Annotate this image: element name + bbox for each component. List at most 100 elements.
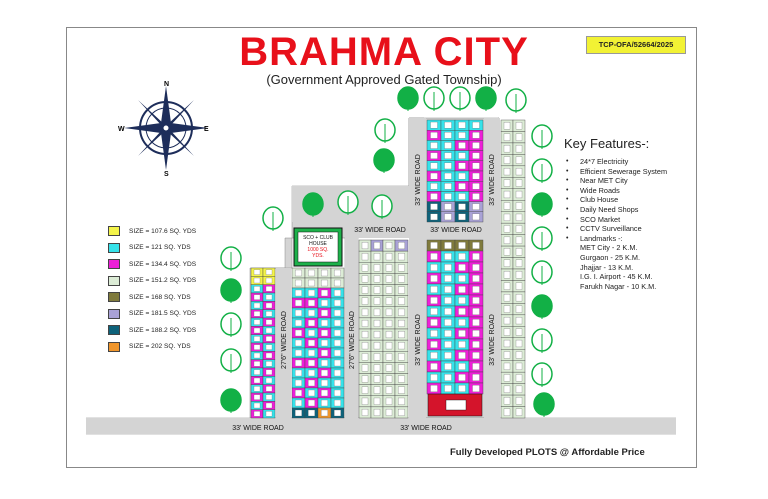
plot-label-box [321, 379, 328, 387]
plot-label-box [472, 162, 480, 170]
plot-label-box [361, 342, 369, 350]
club-label-3: 1000 SQ. [307, 247, 328, 253]
road-label-v1-top: 33' WIDE ROAD [415, 154, 422, 206]
feature-item: Efficient Sewerage System [564, 167, 667, 177]
plot-label-box [361, 397, 369, 405]
plot-label-box [515, 282, 523, 290]
plot-label-box [253, 377, 261, 384]
plot-label-box [515, 397, 523, 405]
plot-label-box [373, 386, 381, 394]
plot-label-box [430, 374, 438, 381]
club-label-2: HOUSE [309, 241, 327, 247]
club-label-4: YDS. [312, 253, 324, 259]
plot-label-box [334, 369, 341, 377]
landmark-item: I.G. I. Airport - 45 K.M. [580, 272, 653, 282]
road-vertical-3 [345, 238, 358, 418]
plot-label-box [385, 319, 393, 327]
plot-label-box [503, 339, 511, 348]
plot-label-box [385, 342, 393, 350]
plot-label-box [308, 299, 315, 307]
plot-label-box [503, 133, 511, 141]
plot-label-box [458, 374, 466, 381]
plot-label-box [515, 294, 523, 302]
plot-label-box [398, 342, 405, 350]
feature-item: CCTV Surveillance [564, 224, 667, 234]
plot-label-box [444, 319, 452, 326]
plot-label-box [265, 327, 273, 334]
legend-item: SIZE = 181.5 SQ. YDS [108, 306, 196, 323]
plot-label-box [515, 236, 523, 244]
plot-label-box [385, 397, 393, 405]
plot-label-box [515, 145, 523, 153]
feature-item: Daily Need Shops [564, 205, 667, 215]
plot-label-box [444, 308, 452, 315]
plot-label-box [458, 183, 466, 190]
plot-label-box [444, 242, 452, 249]
plot-label-box [385, 364, 393, 372]
plot-label-box [444, 172, 452, 180]
plot-label-box [398, 297, 405, 305]
plot-label-box [295, 279, 302, 287]
plot-label-box [321, 329, 328, 337]
legend-item: SIZE = 168 SQ. YDS [108, 289, 196, 306]
plot-label-box [503, 202, 511, 210]
plot-label-box [444, 341, 452, 348]
plot-label-box [361, 253, 369, 261]
plot-label-box [444, 203, 452, 210]
plot-label-box [458, 297, 466, 304]
plot-label-box [472, 385, 480, 392]
plot-label-box [444, 297, 452, 304]
plot-label-box [321, 359, 328, 367]
plot-label-box [515, 305, 523, 313]
plot-label-box [334, 269, 341, 277]
legend-swatch [108, 226, 120, 237]
plot-label-box [430, 341, 438, 348]
plot-label-box [472, 374, 480, 381]
legend-item: SIZE = 188.2 SQ. YDS [108, 322, 196, 339]
plot-label-box [503, 190, 511, 199]
feature-item: Club House [564, 195, 667, 205]
plot-label-box [458, 319, 466, 326]
plot-label-box [430, 193, 438, 200]
plot-label-box [430, 363, 438, 370]
plot-label-box [398, 331, 405, 339]
legend-item: SIZE = 151.2 SQ. YDS [108, 273, 196, 290]
plot-label-box [398, 275, 405, 283]
plot-label-box [515, 225, 523, 233]
tree-icon [533, 392, 555, 417]
plot-label-box [253, 361, 261, 367]
plot-label-box [253, 319, 261, 325]
plot-label-box [265, 302, 273, 309]
plot-label-box [430, 213, 438, 221]
plot-label-box [472, 172, 480, 180]
plot-label-box [373, 297, 381, 305]
plot-label-box [265, 369, 273, 375]
legend-label: SIZE = 181.5 SQ. YDS [129, 310, 197, 318]
legend-swatch [108, 292, 120, 303]
plot-label-box [398, 408, 405, 416]
plot-label-box [361, 364, 369, 372]
compass-n: N [164, 81, 169, 88]
plot-label-box [308, 369, 315, 377]
plot-label-box [503, 317, 511, 325]
road-vertical-4 [276, 268, 291, 418]
plot-label-box [458, 363, 466, 370]
plot-label-box [444, 213, 452, 221]
road-label-bottom-mid: 33' WIDE ROAD [400, 425, 452, 432]
plot-label-box [398, 242, 405, 250]
plot-label-box [444, 121, 452, 129]
tree-icon [262, 206, 284, 231]
plot-label-box [361, 286, 369, 294]
plot-label-box [472, 203, 480, 210]
plot-label-box [430, 308, 438, 315]
plot-label-box [295, 349, 302, 357]
key-features-heading: Key Features-: [564, 136, 650, 151]
plot-label-box [373, 242, 381, 250]
plot-label-box [308, 289, 315, 297]
plot-label-box [385, 331, 393, 339]
plot-label-box [361, 275, 369, 283]
plot-label-box [398, 397, 405, 405]
plot-label-box [361, 308, 369, 316]
plot-label-box [472, 121, 480, 129]
plot-label-box [334, 319, 341, 327]
